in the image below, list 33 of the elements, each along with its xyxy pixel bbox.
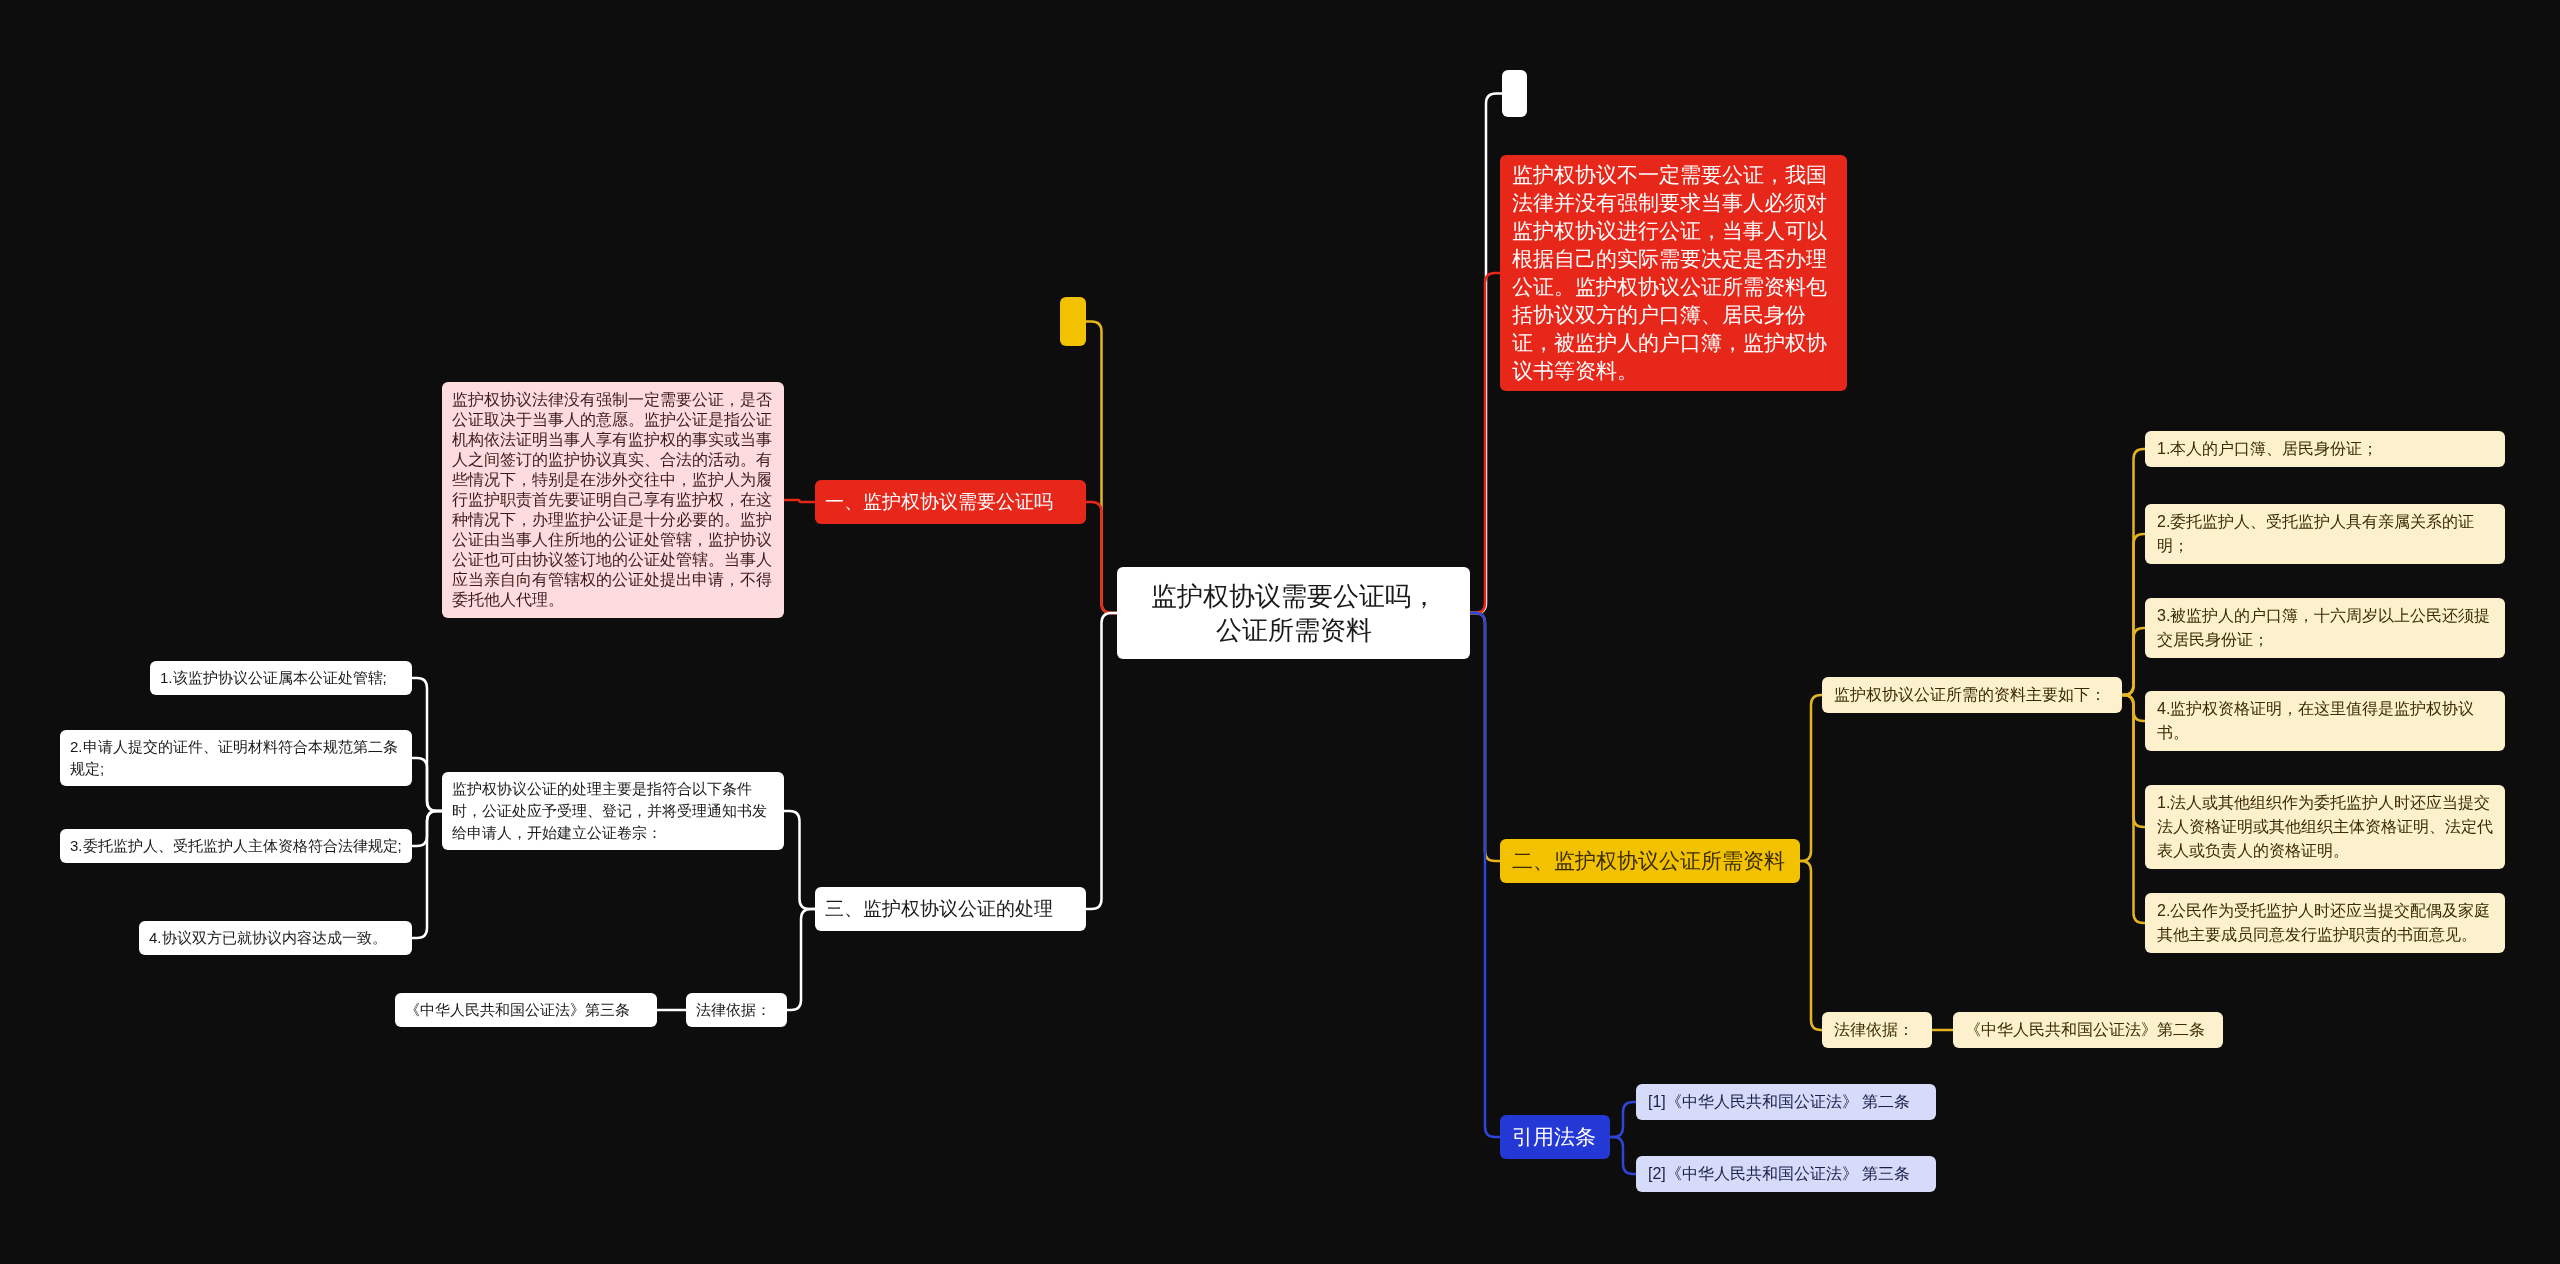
empty-topic-box xyxy=(1502,70,1527,117)
citation-box: 《中华人民共和国公证法》第三条 xyxy=(395,993,657,1027)
connector-line xyxy=(1610,1135,1636,1176)
list-item: 1.法人或其他组织作为委托监护人时还应当提交法人资格证明或其他组织主体资格证明、法定代表人或负责人的资格证明。 xyxy=(2145,785,2505,869)
list-item: 2.申请人提交的证件、证明材料符合本规范第二条规定; xyxy=(60,730,412,786)
citation-box: 《中华人民共和国公证法》第二条 xyxy=(1953,1012,2223,1048)
connector-line xyxy=(784,498,815,504)
connector-line xyxy=(1799,859,1823,1032)
list-item: 4.协议双方已就协议内容达成一致。 xyxy=(139,921,412,955)
branch-topic: 一、监护权协议需要公证吗 xyxy=(815,480,1086,524)
list-item: 1.该监护协议公证属本公证处管辖; xyxy=(150,661,412,695)
connector-line xyxy=(2121,693,2146,925)
central-topic: 监护权协议需要公证吗，公证所需资料 xyxy=(1117,567,1470,659)
subtopic-box: 监护权协议公证的处理主要是指符合以下条件时，公证处应予受理、登记，并将受理通知书发给申请人，开始建立公证卷宗： xyxy=(442,772,784,850)
branch-topic: 三、监护权协议公证的处理 xyxy=(815,887,1086,931)
branch-topic: 二、监护权协议公证所需资料 xyxy=(1500,839,1800,883)
subtopic-box: 法律依据： xyxy=(686,993,787,1027)
subtopic-box: 法律依据： xyxy=(1822,1012,1932,1048)
list-item: 2.委托监护人、受托监护人具有亲属关系的证明； xyxy=(2145,504,2505,564)
explanation-box: 监护权协议法律没有强制一定需要公证，是否公证取决于当事人的意愿。监护公证是指公证机构依法证明当事人享有监护权的事实或当事人之间签订的监护协议真实、合法的活动。有些情况下，特别是在涉外交往中，监护人为履行监护职责首先要证明自己享有监护权，在这种情况下，办理监护公证是十分必要的。监护公证由当事人住所地的公证处管辖，监护协议公证也可由协议签订地的公证处管辖。当事人应当亲自向有管辖权的公证处提出申请，不得委托他人代理。 xyxy=(442,382,784,618)
connector-line xyxy=(657,1008,686,1012)
branch-topic: 引用法条 xyxy=(1500,1115,1610,1159)
list-item: 2.公民作为受托监护人时还应当提交配偶及家庭其他主要成员同意发行监护职责的书面意见。 xyxy=(2145,893,2505,953)
empty-topic-box xyxy=(1060,297,1086,346)
list-item: 1.本人的户口簿、居民身份证； xyxy=(2145,431,2505,467)
citation-box: [1]《中华人民共和国公证法》 第二条 xyxy=(1636,1084,1936,1120)
subtopic-box: 监护权协议公证所需的资料主要如下： xyxy=(1822,677,2122,713)
list-item: 4.监护权资格证明，在这里值得是监护权协议书。 xyxy=(2145,691,2505,751)
list-item: 3.被监护人的户口簿，十六周岁以上公民还须提交居民身份证； xyxy=(2145,598,2505,658)
citation-box: [2]《中华人民共和国公证法》 第三条 xyxy=(1636,1156,1936,1192)
list-item: 3.委托监护人、受托监护人主体资格符合法律规定; xyxy=(60,829,412,863)
answer-box: 监护权协议不一定需要公证，我国法律并没有强制要求当事人必须对监护权协议进行公证，当事人可以根据自己的实际需要决定是否办理公证。监护权协议公证所需资料包括协议双方的户口簿、居民身份证，被监护人的户口簿，监护权协议书等资料。 xyxy=(1500,155,1847,391)
connector-line xyxy=(1932,1028,1953,1032)
